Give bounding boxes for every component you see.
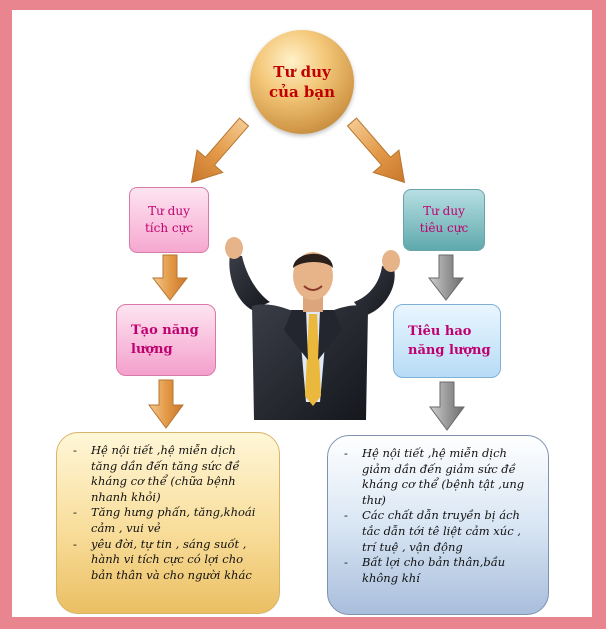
negative-effects-panel: Hệ nội tiết ,hệ miễn dịch giảm dần đến g… (327, 435, 549, 615)
diagram-frame: Tư duy của bạn Tư duy tích cực Tư duy ti… (12, 10, 592, 617)
positive-thinking-box: Tư duy tích cực (129, 187, 209, 253)
list-item: Bất lợi cho bản thân,bầu không khí (338, 555, 534, 586)
create-energy-line1: Tạo năng (131, 323, 199, 338)
orange-arrow-icon (151, 254, 189, 301)
create-energy-box: Tạo năng lượng (116, 304, 216, 376)
orange-arrow-icon (148, 379, 184, 429)
consume-energy-line1: Tiêu hao (408, 324, 472, 339)
positive-thinking-line1: Tư duy (148, 204, 190, 218)
list-item: Hệ nội tiết ,hệ miễn dịch tăng dần đến t… (67, 443, 265, 505)
orange-arrow-icon (346, 117, 406, 184)
negative-effects-list: Hệ nội tiết ,hệ miễn dịch giảm dần đến g… (338, 446, 534, 586)
negative-thinking-box: Tư duy tiêu cực (403, 189, 485, 251)
your-thinking-node: Tư duy của bạn (250, 30, 354, 134)
list-item: Tăng hưng phấn, tăng,khoái cảm , vui vẻ (67, 505, 265, 536)
consume-energy-line2: năng lượng (408, 343, 491, 358)
positive-thinking-line2: tích cực (144, 221, 194, 235)
negative-thinking-line2: tiêu cực (419, 221, 469, 235)
create-energy-line2: lượng (131, 342, 173, 357)
list-item: Hệ nội tiết ,hệ miễn dịch giảm dần đến g… (338, 446, 534, 508)
your-thinking-line2: của bạn (268, 83, 336, 101)
your-thinking-line1: Tư duy (273, 63, 331, 81)
orange-arrow-icon (190, 117, 250, 184)
businessman-figure (225, 237, 400, 420)
positive-effects-list: Hệ nội tiết ,hệ miễn dịch tăng dần đến t… (67, 443, 265, 583)
connector-layer (148, 117, 465, 431)
list-item: Các chất dẫn truyền bị ách tắc dẫn tới t… (338, 508, 534, 555)
list-item: yêu đời, tự tin , sáng suốt , hành vi tí… (67, 537, 265, 584)
negative-thinking-line1: Tư duy (423, 204, 465, 218)
gray-arrow-icon (429, 381, 465, 431)
consume-energy-box: Tiêu hao năng lượng (393, 304, 501, 378)
gray-arrow-icon (427, 254, 465, 301)
positive-effects-panel: Hệ nội tiết ,hệ miễn dịch tăng dần đến t… (56, 432, 280, 614)
